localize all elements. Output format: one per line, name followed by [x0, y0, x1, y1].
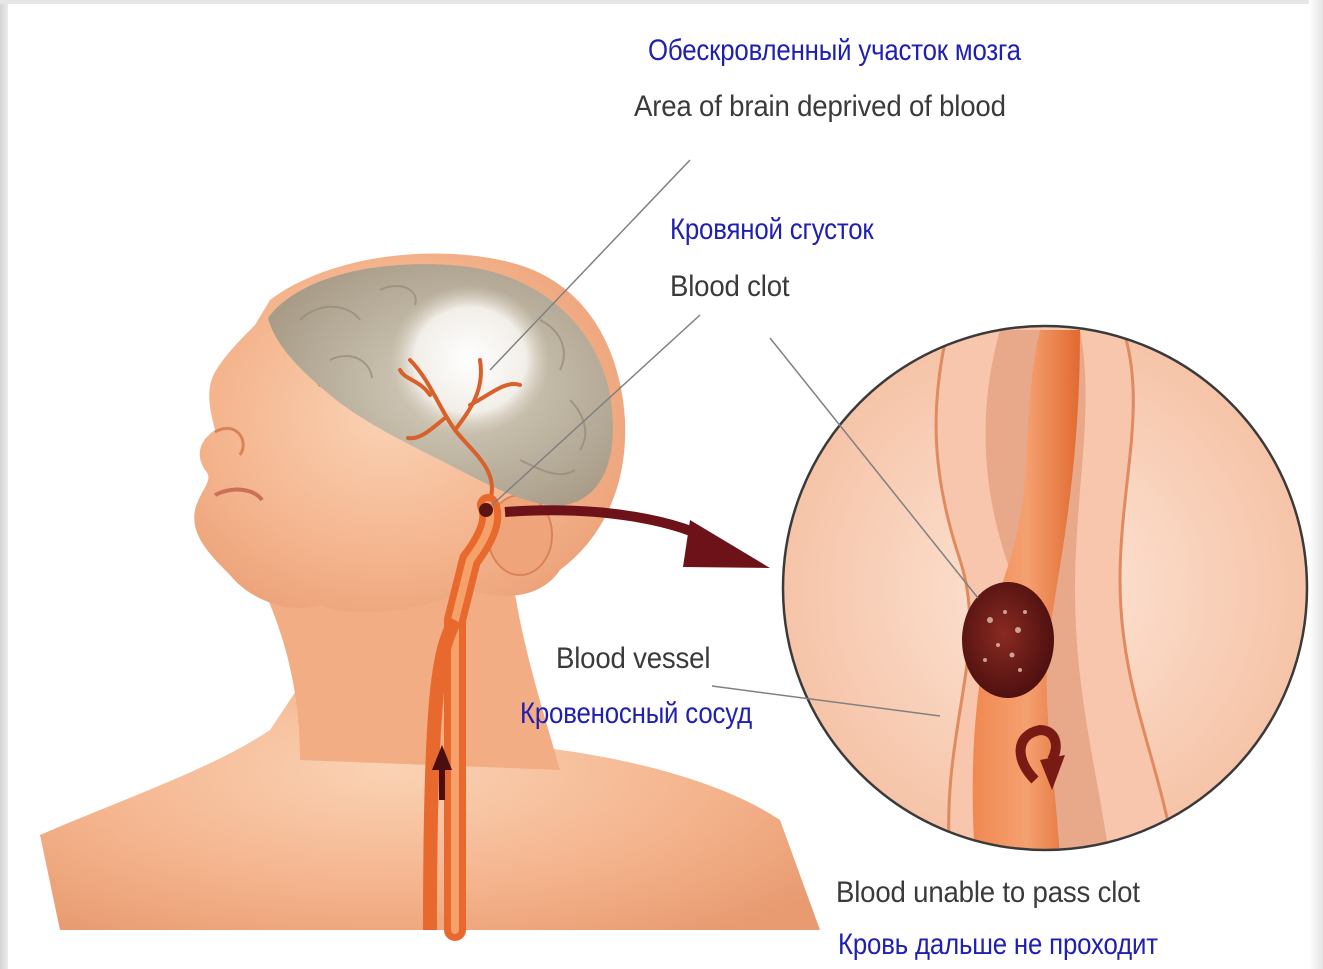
magnified-vessel — [783, 320, 1307, 860]
label-area-ru: Обескровленный участок мозга — [648, 34, 1021, 68]
label-unable-en: Blood unable to pass clot — [836, 876, 1140, 910]
label-clot-en: Blood clot — [670, 270, 789, 304]
label-vessel-en: Blood vessel — [556, 642, 710, 676]
label-unable-ru: Кровь дальше не проходит — [838, 928, 1158, 962]
label-area-en: Area of brain deprived of blood — [634, 90, 1006, 124]
label-clot-ru: Кровяной сгусток — [670, 213, 874, 247]
label-vessel-ru: Кровеносный сосуд — [520, 697, 752, 731]
